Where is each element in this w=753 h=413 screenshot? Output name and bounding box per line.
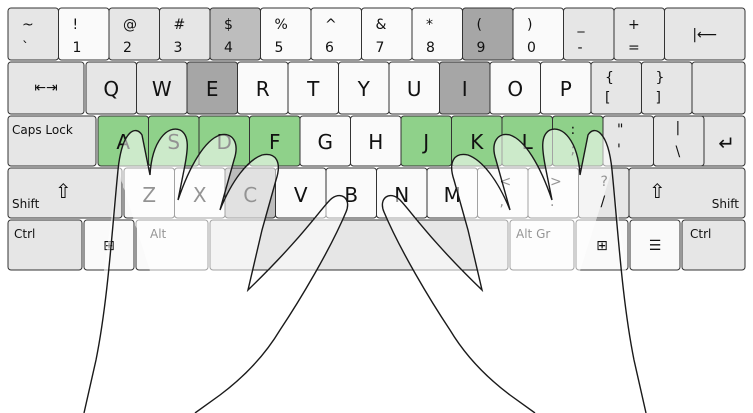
key-top-symbol: {: [605, 70, 614, 86]
left-shift-label: Shift: [12, 197, 40, 211]
menu-icon: ☰: [649, 238, 662, 254]
key-top-symbol: _: [577, 17, 586, 33]
key-bottom-symbol: 5: [275, 40, 284, 56]
key-top-symbol: ): [527, 17, 532, 33]
key-row1-7: [362, 8, 413, 60]
key-top-symbol: *: [426, 17, 433, 33]
key-letter: V: [294, 183, 308, 207]
key-bottom-symbol: \: [676, 144, 681, 160]
key-bottom-symbol: -: [578, 40, 583, 56]
key-letter: T: [306, 77, 320, 101]
keyboard-keys: ~ `! 1 @2 #3 $4% 5 ^ 6 & 7 * 8 (9) 0 _ - + = |⟵ ⇤⇥ Q W E R T Y U I O P…: [8, 8, 745, 270]
key-bottom-symbol: 2: [123, 40, 132, 56]
key-bracket-1: [642, 62, 693, 114]
right-shift-label: Shift: [712, 197, 740, 211]
backspace-icon: |⟵: [692, 27, 717, 43]
key-top-symbol: +: [628, 17, 640, 33]
right-ctrl-label: Ctrl: [690, 227, 711, 241]
key-top-symbol: ~: [22, 17, 34, 33]
key-bottom-symbol: 8: [426, 40, 435, 56]
key-row1-9: [463, 8, 514, 60]
left-ctrl-label: Ctrl: [14, 227, 35, 241]
key-top-symbol: !: [73, 17, 79, 33]
key-letter: P: [560, 77, 572, 101]
key-letter: F: [269, 130, 281, 154]
key-top-symbol: %: [275, 17, 288, 33]
key-bottom-symbol: ]: [656, 90, 661, 106]
key-row1-0: [8, 8, 59, 60]
key-bottom-symbol: `: [22, 40, 29, 56]
key-top-symbol: (: [477, 17, 482, 33]
key-letter: J: [421, 130, 429, 154]
key-bottom-symbol: 4: [224, 40, 233, 56]
shift-icon: ⇧: [649, 179, 666, 203]
caps-lock-label: Caps Lock: [12, 123, 73, 137]
key-letter: G: [318, 130, 334, 154]
tab-icon: ⇤⇥: [34, 80, 57, 96]
key-letter: I: [462, 77, 468, 101]
key-top-symbol: $: [224, 17, 233, 33]
enter-icon: ↵: [718, 131, 735, 155]
key-letter: H: [368, 130, 383, 154]
key-bottom-symbol: 6: [325, 40, 334, 56]
key-top-symbol: |: [676, 120, 681, 136]
key-bottom-symbol: ': [617, 142, 621, 158]
key-row1-6: [311, 8, 362, 60]
key-top-symbol: @: [123, 17, 137, 33]
key-row1-4: [210, 8, 261, 60]
key-bottom-symbol: 7: [376, 40, 385, 56]
key-top-symbol: #: [174, 17, 186, 33]
key-letter: Y: [357, 77, 371, 101]
key-letter: R: [256, 77, 270, 101]
key-bottom-symbol: 1: [73, 40, 82, 56]
key-bottom-symbol: 9: [477, 40, 486, 56]
key-top-symbol: ": [617, 122, 623, 138]
windows-icon: ⊞: [596, 238, 608, 254]
key-letter: W: [152, 77, 172, 101]
key-row1-5: [261, 8, 312, 60]
key-letter: E: [206, 77, 219, 101]
key-top-symbol: ^: [325, 17, 337, 33]
key-row1-11: [564, 8, 615, 60]
key-bottom-symbol: 0: [527, 40, 536, 56]
key-letter: O: [507, 77, 523, 101]
backslash-key: [692, 62, 745, 114]
key-bottom-symbol: 3: [174, 40, 183, 56]
key-bracket-0: [591, 62, 642, 114]
key-top-symbol: &: [376, 17, 387, 33]
key-letter: Q: [103, 77, 119, 101]
key-bottom-symbol: [: [605, 90, 610, 106]
key-top-symbol: }: [656, 70, 665, 86]
key-bottom-symbol: =: [628, 40, 640, 56]
key-letter: U: [407, 77, 422, 101]
key-row1-3: [160, 8, 211, 60]
key-row1-1: [59, 8, 110, 60]
key-top-symbol: :: [571, 122, 576, 138]
key-row1-2: [109, 8, 160, 60]
shift-icon: ⇧: [55, 179, 72, 203]
key-row1-8: [412, 8, 463, 60]
key-row1-10: [513, 8, 564, 60]
key-letter: K: [470, 130, 484, 154]
